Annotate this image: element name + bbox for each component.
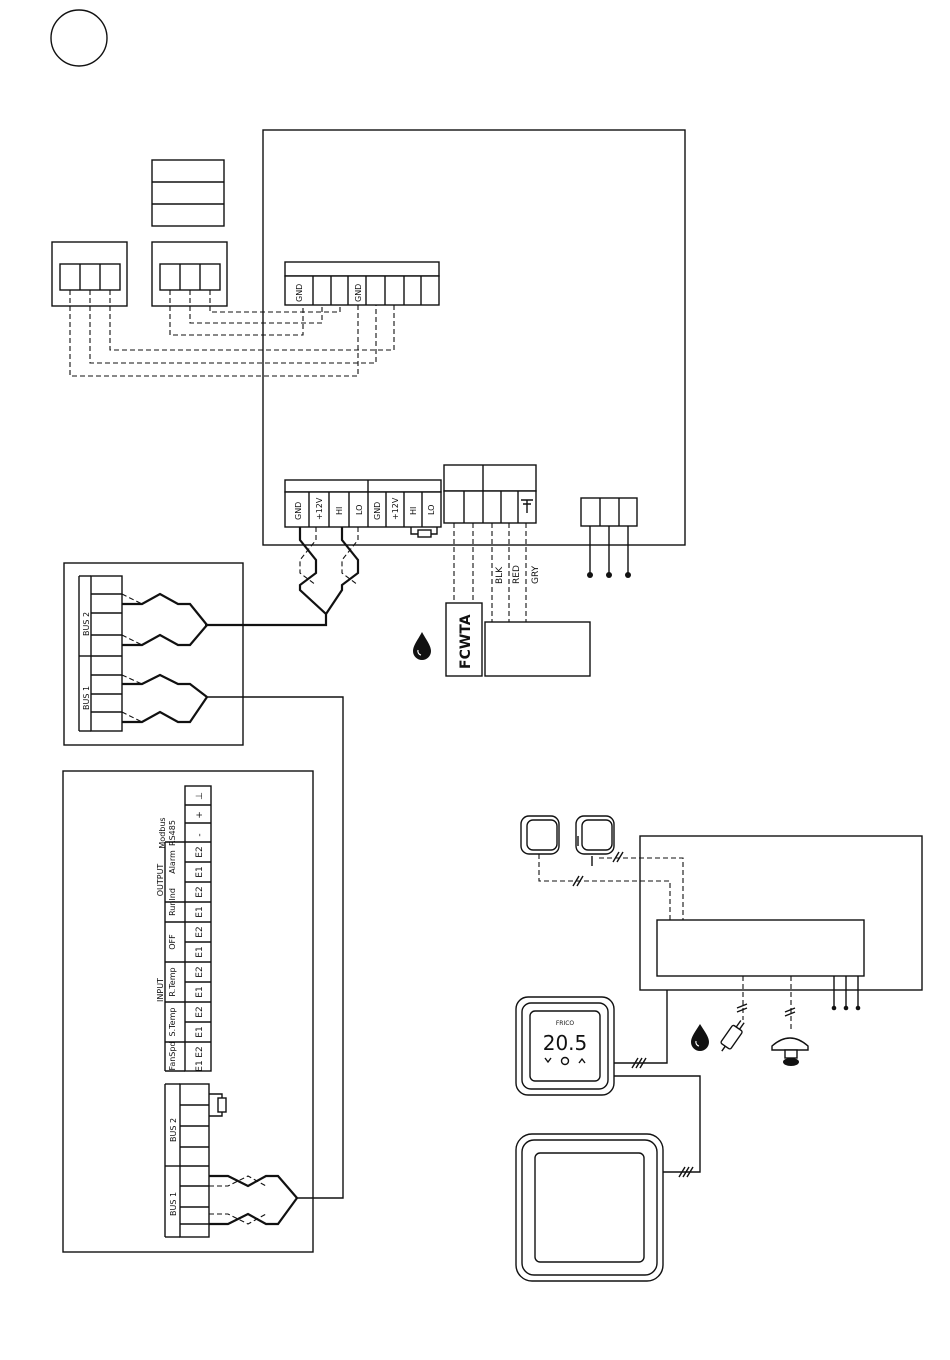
bus-terminal-block: GND +12V HI LO GND +12V HI LO <box>285 480 441 537</box>
top-terminal-gnd-2: GND <box>354 284 363 302</box>
sensor-box-2 <box>152 242 227 306</box>
cell-e1: E1 <box>195 1026 205 1037</box>
cell-e1: E1 <box>195 986 205 997</box>
input-label: INPUT <box>156 978 165 1002</box>
wire-blk: BLK <box>495 566 505 584</box>
thermostat-temperature: 20.5 <box>543 1031 588 1055</box>
modbus-plus: + <box>195 811 205 819</box>
water-drop-icon <box>691 1024 709 1051</box>
modbus-minus: - <box>195 833 205 836</box>
step-circle <box>51 10 107 66</box>
water-drop-icon <box>413 632 431 660</box>
bus-module-twisted-pairs <box>122 594 207 722</box>
actuator-terminal-block <box>444 465 536 523</box>
terminal-lo-b: LO <box>427 505 436 515</box>
bus-twisted-pair-main <box>205 527 358 625</box>
top-terminal-gnd-1: GND <box>295 284 304 302</box>
cell-e2: E2 <box>195 1006 205 1017</box>
cell-e2: E2 <box>195 1046 205 1057</box>
cell-e1: E1 <box>195 946 205 957</box>
terminal-gnd-a: GND <box>294 502 303 520</box>
fcwta-label: FCWTA <box>458 614 474 669</box>
io-bus2-label: BUS 2 <box>169 1118 178 1142</box>
cell-e2: E2 <box>195 846 205 857</box>
off-label: OFF <box>168 934 177 950</box>
modbus-ground: ⊥ <box>195 792 205 800</box>
bus1-link-wire <box>207 697 343 1198</box>
wire-red: RED <box>512 565 522 584</box>
terminal-12v-a: +12V <box>315 497 324 520</box>
plug-icon <box>717 1018 747 1054</box>
fcwta-sensor: FCWTA <box>446 523 482 676</box>
cell-e1: E1 <box>195 866 205 877</box>
bus-module-bus2: BUS 2 <box>82 612 91 636</box>
cell-e2: E2 <box>195 926 205 937</box>
alarm-label: Alarm <box>168 850 177 874</box>
thermostat-display: FRICO 20.5 <box>516 997 614 1095</box>
fanspd-label: FanSpd <box>168 1041 177 1070</box>
wire-gry: GRY <box>531 565 541 584</box>
valve-actuator: BLK RED GRY <box>485 523 590 676</box>
io-bus-twisted-pairs <box>209 1176 297 1224</box>
runind-label: RunInd <box>168 888 177 916</box>
terminal-hi-a: HI <box>335 507 344 515</box>
modbus-label: Modbus <box>158 817 167 848</box>
io-labels: Modbus RS485 - + ⊥ OUTPUT Alarm RunInd O… <box>156 792 205 1072</box>
top-terminal-block: GND GND <box>285 262 439 305</box>
cell-e1: E1 <box>195 1060 205 1071</box>
output-label: OUTPUT <box>156 864 165 897</box>
controller-power-leads <box>832 976 861 1010</box>
thermostat-cable <box>614 990 667 1063</box>
power-terminal-block <box>581 498 637 578</box>
sensor-box-1 <box>52 242 127 306</box>
power-adapter-icon <box>772 1038 808 1066</box>
terminal-gnd-b: GND <box>373 502 382 520</box>
wall-control-panel <box>516 1134 663 1281</box>
bus-module-bus1: BUS 1 <box>82 686 91 710</box>
stacked-module <box>152 160 224 226</box>
stemp-label: S.Temp <box>168 1008 177 1037</box>
controller-board <box>657 920 864 976</box>
cell-e2: E2 <box>195 886 205 897</box>
thermostat-brand: FRICO <box>556 1020 575 1027</box>
accessory-leads <box>737 976 795 1030</box>
io-bus-terminals: BUS 2 BUS 1 <box>165 1084 226 1237</box>
io-bus1-label: BUS 1 <box>169 1192 178 1216</box>
cell-e2: E2 <box>195 966 205 977</box>
rtemp-label: R.Temp <box>168 967 177 996</box>
terminal-hi-b: HI <box>409 507 418 515</box>
bus-module-terminals: BUS 2 BUS 1 <box>79 576 122 731</box>
rs485-label: RS485 <box>168 820 177 846</box>
terminal-12v-b: +12V <box>391 497 400 520</box>
room-sensor-1 <box>521 816 559 854</box>
sensor-dashed-wires <box>539 854 683 920</box>
terminal-lo-a: LO <box>355 505 364 515</box>
cable-marks <box>573 852 623 886</box>
controller-enclosure <box>640 836 922 990</box>
cell-e1: E1 <box>195 906 205 917</box>
